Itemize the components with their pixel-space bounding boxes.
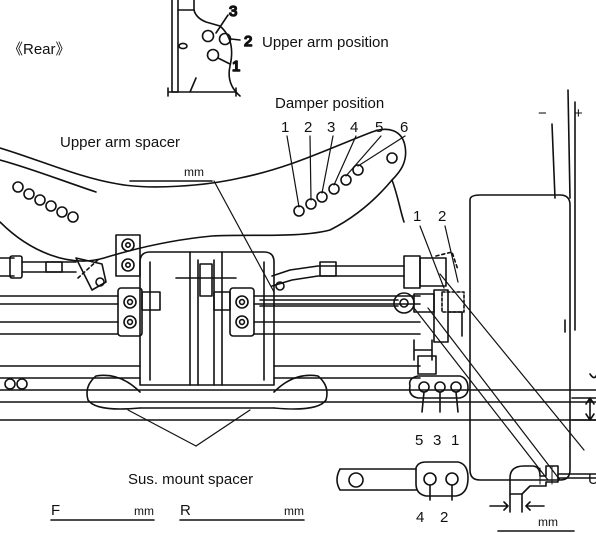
shock-tower	[0, 128, 407, 262]
tower-holes-damper	[293, 164, 364, 217]
rear-label: 《Rear》	[8, 41, 71, 58]
damper-number-labels: 1 2 3 4 5 6	[281, 119, 408, 136]
upper-arm-position-label: Upper arm position	[262, 34, 389, 51]
spacer-detail-inset	[489, 465, 596, 513]
mount-lower-labels: 5 3 1	[415, 432, 459, 449]
camber-plus: +	[574, 105, 583, 122]
mount-diagonal	[413, 307, 549, 481]
arm-label-2: 2	[244, 33, 252, 50]
front-spacer-unit: mm	[134, 504, 154, 518]
camber-leader-2	[444, 225, 459, 283]
mount-label-5: 5	[415, 432, 423, 449]
mount-diagonal-2	[427, 307, 561, 481]
mount-inset-label-2: 2	[440, 509, 448, 526]
damper-label-1: 1	[281, 119, 289, 136]
camber-label-2: 2	[438, 208, 446, 225]
mount-inset-label-4: 4	[416, 509, 424, 526]
mount-hole-group	[408, 375, 469, 413]
camber-minus: −	[538, 105, 547, 122]
camber-diagonal	[439, 273, 585, 451]
camber-leader-1	[419, 225, 445, 289]
arm-hole-1	[206, 48, 220, 62]
damper-leaders	[286, 135, 406, 208]
tower-holes-left	[12, 181, 79, 223]
upper-arm-spacer-label: Upper arm spacer	[60, 134, 180, 151]
upper-arm-right	[271, 251, 459, 291]
damper-label-4: 4	[350, 119, 358, 136]
upper-arm-position-inset: 3 2 1	[167, 0, 253, 97]
damper-label-5: 5	[375, 119, 383, 136]
upper-arm-spacer-unit: mm	[184, 165, 204, 179]
camber-labels: 1 2	[413, 208, 446, 225]
upper-arm-spacer-leader	[213, 180, 275, 293]
damper-label-2: 2	[304, 119, 312, 136]
ride-height-indicator	[571, 373, 596, 421]
center-bulkhead	[115, 234, 275, 386]
mount-inset-labels: 4 2	[416, 509, 448, 526]
mount-label-1: 1	[451, 432, 459, 449]
damper-label-6: 6	[400, 119, 408, 136]
rear-spacer-label: R	[180, 502, 191, 519]
damper-label-3: 3	[327, 119, 335, 136]
front-spacer-label: F	[51, 502, 60, 519]
spacer-detail-unit: mm	[538, 515, 558, 529]
damper-position-label: Damper position	[275, 95, 384, 112]
mount-label-3: 3	[433, 432, 441, 449]
sus-mount-leaders	[127, 409, 251, 447]
spacer-detail-label: U	[588, 471, 596, 488]
arm-label-1: 1	[232, 58, 240, 75]
upper-arm-left	[0, 255, 107, 291]
camber-label-1: 1	[413, 208, 421, 225]
sus-mount-spacer-label: Sus. mount spacer	[128, 471, 253, 488]
hub-carrier	[259, 289, 465, 375]
arm-label-3: 3	[229, 3, 237, 20]
rear-spacer-unit: mm	[284, 504, 304, 518]
tire	[469, 194, 571, 481]
lower-arms	[0, 295, 596, 421]
camber-indicator	[551, 89, 576, 331]
arm-hole-3	[201, 29, 215, 43]
lower-mount-blocks	[117, 287, 255, 337]
mount-inset	[336, 461, 469, 501]
